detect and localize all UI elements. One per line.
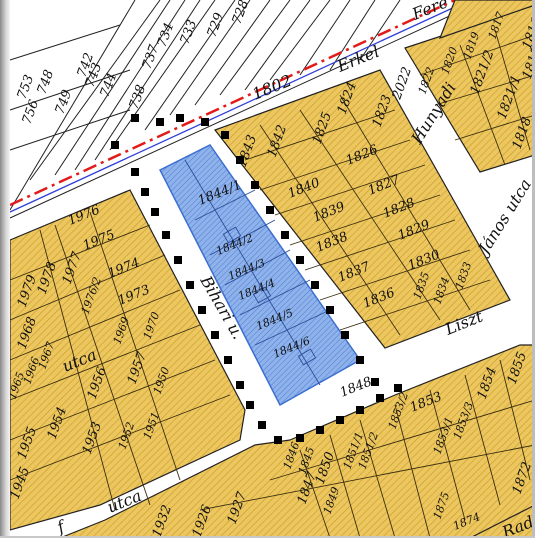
boundary-dot (281, 231, 289, 239)
window-frame-bottom (0, 536, 535, 538)
block-middle[interactable] (214, 69, 511, 349)
window-frame-left (0, 0, 10, 538)
boundary-dot (311, 281, 319, 289)
boundary-dot (326, 306, 334, 314)
boundary-dot (236, 381, 244, 389)
boundary-dot (176, 114, 184, 122)
boundary-dot (376, 394, 384, 402)
boundary-dot (258, 421, 266, 429)
boundary-dot (371, 378, 379, 386)
boundary-dot (336, 416, 344, 424)
boundary-dot (251, 181, 259, 189)
boundary-dot (296, 434, 304, 442)
block-bottom-right-corner[interactable] (469, 504, 535, 538)
boundary-dot (236, 156, 244, 164)
window-frame-right (532, 0, 535, 538)
boundary-dot (186, 281, 194, 289)
boundary-dot (296, 256, 304, 264)
boundary-dot (221, 131, 229, 139)
boundary-dot (356, 356, 364, 364)
boundary-dot (201, 118, 209, 126)
boundary-dot (394, 384, 402, 392)
block-parcel-lines (9, 29, 535, 538)
boundary-dot (274, 436, 282, 444)
boundary-dot (174, 256, 182, 264)
boundary-dot (356, 406, 364, 414)
boundary-dot (198, 306, 206, 314)
block-top-strip[interactable] (438, 0, 535, 39)
boundary-dot (141, 188, 149, 196)
boundary-dot (151, 208, 159, 216)
boundary-dot (211, 331, 219, 339)
boundary-dot (266, 206, 274, 214)
boundary-dot (111, 141, 119, 149)
block-left[interactable] (9, 189, 246, 531)
selection-boundary-dots (111, 114, 402, 444)
boundary-dot (224, 356, 232, 364)
boundary-dot (316, 426, 324, 434)
boundary-dot (131, 168, 139, 176)
erkel-street-edges (9, 0, 481, 219)
boundary-dot (246, 401, 254, 409)
boundary-dot (162, 231, 170, 239)
highlighted-parcel-lines (184, 159, 331, 386)
top-parcel-lines (9, 0, 401, 211)
boundary-dot (156, 118, 164, 126)
boundary-dot (341, 331, 349, 339)
boundary-dot (131, 114, 139, 122)
